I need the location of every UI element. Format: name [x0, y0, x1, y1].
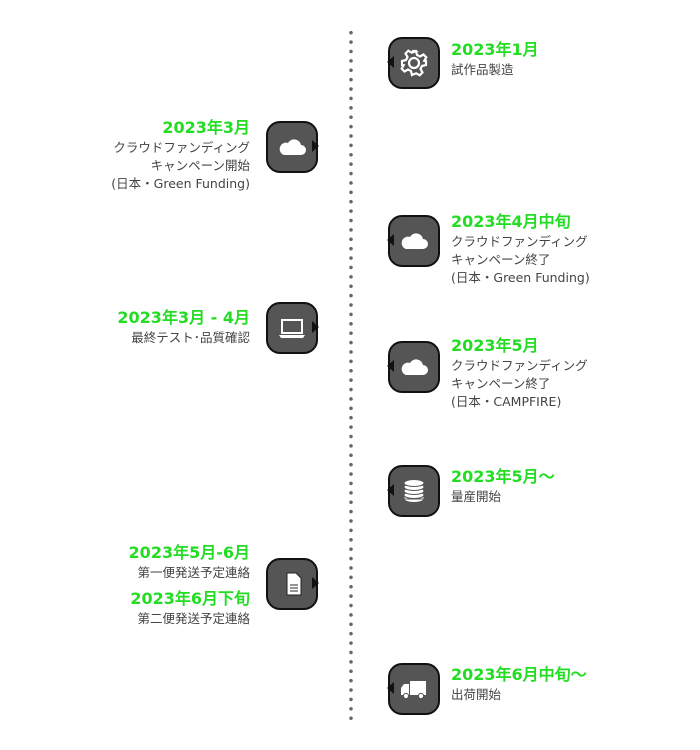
event-desc-line: キャンペーン開始 [150, 158, 250, 173]
cloud-icon [387, 341, 440, 393]
event-desc-line: キャンペーン終了 [451, 252, 551, 267]
event-desc-line: クラウドファンディング [113, 140, 250, 155]
event-2023-05-06: 2023年5月-6月 第一便発送予定連絡 2023年6月下旬 第二便発送予定連絡 [129, 542, 250, 628]
event-2023-06-mid: 2023年6月中旬〜 出荷開始 [451, 664, 587, 704]
event-2023-03-04: 2023年3月 - 4月 最終テスト･品質確認 [117, 307, 250, 347]
event-date: 2023年1月 [451, 40, 539, 59]
event-desc: 出荷開始 [451, 687, 502, 702]
event-date: 2023年5月 [451, 336, 539, 355]
event-desc-line: クラウドファンディング [451, 234, 588, 249]
event-desc-line: (日本・Green Funding) [451, 270, 590, 285]
event-date: 2023年4月中旬 [451, 212, 571, 231]
event-date: 2023年3月 - 4月 [117, 308, 250, 327]
event-desc-line: キャンペーン終了 [451, 376, 551, 391]
event-desc: 第一便発送予定連絡 [137, 565, 250, 580]
event-date: 2023年3月 [162, 118, 250, 137]
cloud-icon [387, 215, 440, 267]
event-2023-04-mid: 2023年4月中旬 クラウドファンディング キャンペーン終了 (日本・Green… [451, 211, 590, 287]
timeline-dotted-line [349, 28, 353, 724]
truck-icon [387, 663, 440, 715]
event-2023-03: 2023年3月 クラウドファンディング キャンペーン開始 (日本・Green F… [111, 117, 250, 193]
event-desc: 最終テスト･品質確認 [131, 330, 250, 345]
event-date: 2023年6月中旬〜 [451, 665, 587, 684]
event-date-2: 2023年6月下旬 [130, 589, 250, 608]
event-desc-2: 第二便発送予定連絡 [137, 611, 250, 626]
event-desc-line: (日本・Green Funding) [111, 176, 250, 191]
event-desc: 試作品製造 [451, 62, 514, 77]
database-icon [387, 465, 440, 517]
event-desc: 量産開始 [451, 489, 502, 504]
event-2023-01: 2023年1月 試作品製造 [451, 39, 539, 79]
event-date: 2023年5月-6月 [128, 543, 250, 562]
event-2023-05: 2023年5月 クラウドファンディング キャンペーン終了 (日本・CAMPFIR… [451, 335, 588, 411]
cloud-icon [266, 121, 319, 173]
event-desc-line: (日本・CAMPFIRE) [451, 394, 562, 409]
event-2023-05-onward: 2023年5月〜 量産開始 [451, 466, 555, 506]
gear-icon [387, 37, 440, 89]
laptop-icon [266, 302, 319, 354]
document-icon [266, 558, 319, 610]
event-date: 2023年5月〜 [451, 467, 555, 486]
event-desc-line: クラウドファンディング [451, 358, 588, 373]
